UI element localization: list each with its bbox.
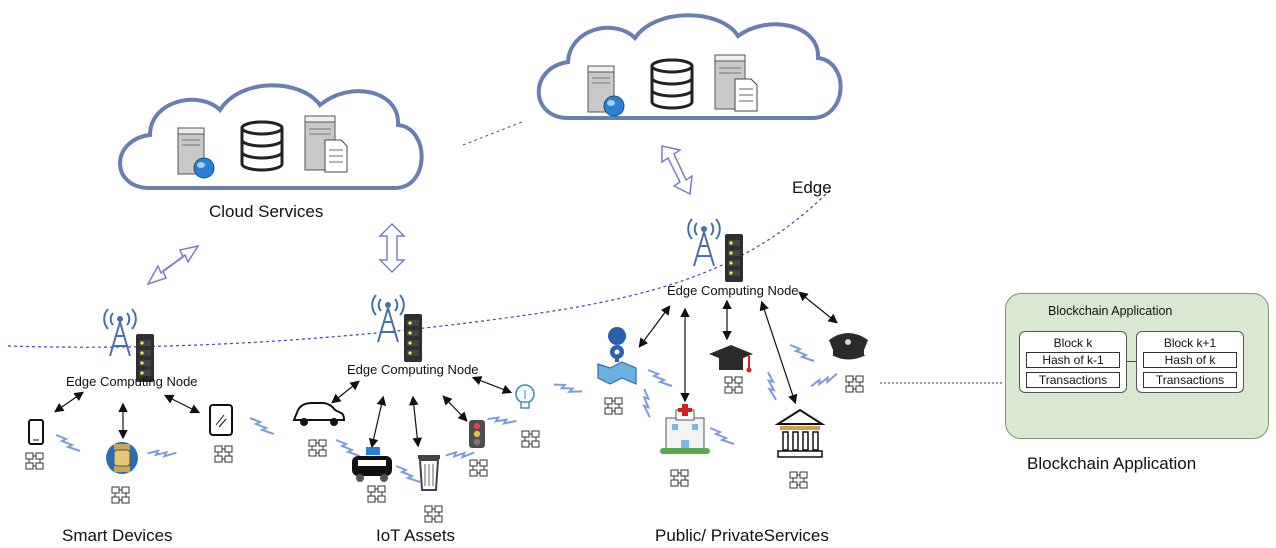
server-rack-icon [404,314,422,362]
block-transactions: Transactions [1026,372,1120,388]
wireless-link-icon [631,387,663,419]
robot-vacuum-icon [352,447,392,482]
double-arrow-icon [146,244,200,286]
blockchain-mini-icon [521,430,540,448]
connection-arrow [442,395,468,422]
map-pin-icon [597,327,637,385]
cloud-link-line [462,121,523,146]
wireless-link-icon [55,434,81,452]
wireless-link-icon [789,344,815,362]
graduation-cap-icon [709,345,753,373]
block-card: Block k Hash of k-1 Transactions [1019,331,1127,393]
edge-node-label: Edge Computing Node [66,374,198,389]
car-icon [292,402,346,426]
public-private-services-label: Public/ PrivateServices [655,526,829,545]
blockchain-mini-icon [469,459,488,477]
lightbulb-icon [515,384,535,409]
blockchain-mini-icon [789,471,808,489]
blockchain-panel-title: Blockchain Application [1048,304,1173,318]
bank-icon [774,408,826,458]
double-arrow-icon [661,145,693,196]
edge-label: Edge [792,178,832,197]
wireless-link-icon [486,406,518,434]
connection-arrow [408,395,423,448]
block-link-line [1127,361,1136,362]
blockchain-mini-icon [25,452,44,470]
wireless-link-icon [756,371,788,401]
block-name: Block k+1 [1163,336,1217,350]
blockchain-mini-icon [604,397,623,415]
blockchain-mini-icon [670,469,689,487]
connection-arrow [759,300,798,405]
wireless-link-icon [335,439,361,457]
block-transactions: Transactions [1143,372,1237,388]
blockchain-mini-icon [214,445,233,463]
double-arrow-icon [378,222,406,274]
traffic-light-icon [469,420,485,448]
block-card: Block k+1 Hash of k Transactions [1136,331,1244,393]
database-icon [240,120,284,172]
database-icon [650,58,694,110]
connection-arrow [163,394,201,414]
blockchain-application-panel: Blockchain Application Block k Hash of k… [1005,293,1269,439]
blockchain-application-label: Blockchain Application [1027,454,1197,473]
blockchain-mini-icon [367,485,386,503]
connection-arrow [331,380,360,404]
wireless-link-icon [395,465,421,483]
edge-boundary-line [7,189,831,348]
block-hash: Hash of k [1143,352,1237,368]
wireless-link-icon [552,375,584,401]
cell-tower-icon [687,218,721,267]
connection-arrow [471,376,513,394]
smartwatch-icon [106,442,138,474]
edge-node-label: Edge Computing Node [667,283,799,298]
iot-assets-label: IoT Assets [376,526,456,545]
block-name: Block k [1053,336,1093,350]
smart-devices-label: Smart Devices [62,526,173,545]
blockchain-mini-icon [424,505,443,523]
blockchain-mini-icon [724,376,743,394]
wireless-link-icon [709,427,735,445]
wireless-link-icon [810,364,838,396]
blockchain-mini-icon [308,439,327,457]
cloud-services-label: Cloud Services [209,202,324,221]
phone-icon [28,419,44,445]
connection-arrow [798,291,838,324]
server-rack-icon [725,234,743,282]
block-hash: Hash of k-1 [1026,352,1120,368]
blockchain-mini-icon [111,486,130,504]
edge-node-label: Edge Computing Node [347,362,479,377]
connection-arrow [368,395,387,449]
cell-tower-icon [371,294,405,343]
connection-arrow [54,391,84,413]
wireless-link-icon [146,438,178,468]
police-cap-icon [829,333,868,360]
cell-tower-icon [103,308,137,357]
wireless-link-icon [249,417,275,435]
trash-bin-icon [418,455,440,491]
blockchain-mini-icon [845,375,864,393]
hospital-icon [660,404,710,454]
tablet-icon [209,404,233,436]
connection-arrow [638,305,671,348]
wireless-link-icon [647,369,673,387]
